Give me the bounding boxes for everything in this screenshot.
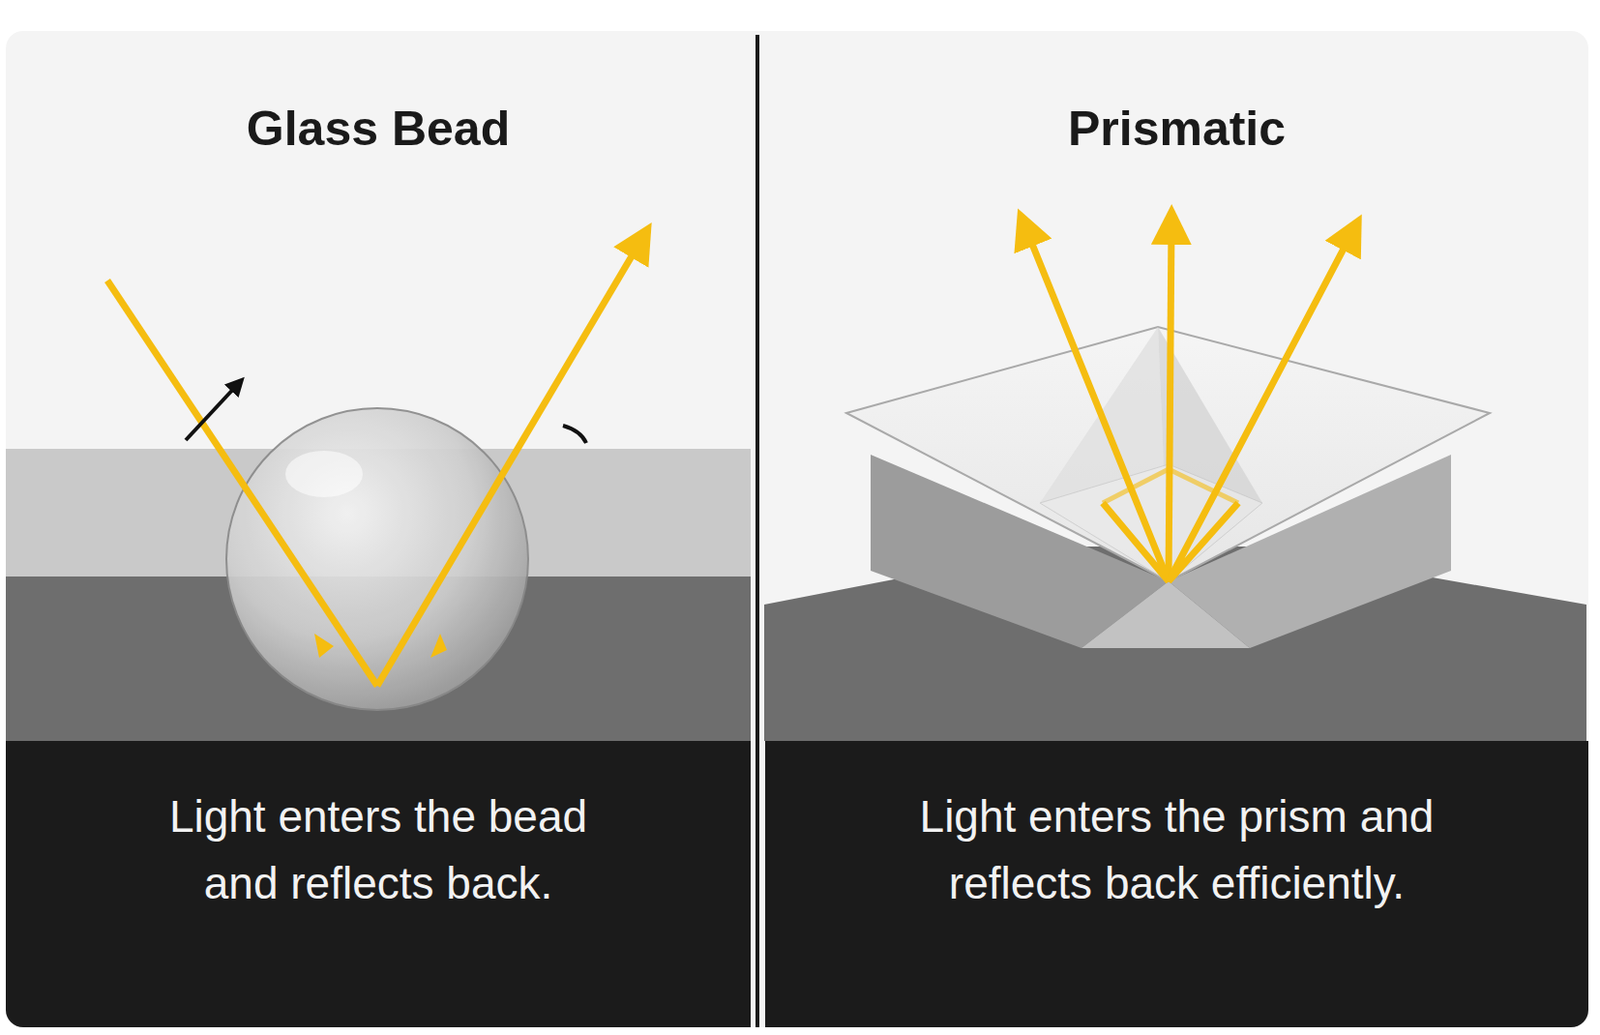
reflected-ray — [1025, 227, 1169, 582]
panel-title: Prismatic — [765, 100, 1589, 157]
caption-text: Light enters the bead and reflects back. — [150, 783, 606, 918]
caption-band: Light enters the bead and reflects back. — [5, 740, 751, 1028]
reflected-ray — [1168, 232, 1353, 582]
incoming-ray — [107, 280, 378, 686]
card — [5, 30, 1589, 1028]
ray-arrow — [314, 633, 334, 658]
divider — [755, 34, 760, 1028]
panel: PrismaticLight enters the prism and refl… — [765, 30, 1589, 1028]
normal-arrow — [185, 384, 238, 441]
glass-bead — [226, 408, 529, 711]
panel: Glass BeadLight enters the bead and refl… — [5, 30, 751, 1028]
panel-title: Glass Bead — [5, 100, 751, 157]
prism-facet — [1081, 581, 1250, 649]
angle-mark — [562, 425, 587, 444]
caption-band: Light enters the prism and reflects back… — [765, 740, 1589, 1028]
caption-text: Light enters the prism and reflects back… — [877, 783, 1478, 918]
ray-arrow — [430, 633, 447, 658]
reflected-ray — [377, 239, 642, 686]
internal-ray — [1102, 469, 1239, 504]
bead-highlight — [285, 450, 363, 498]
reflected-ray — [1168, 224, 1172, 582]
